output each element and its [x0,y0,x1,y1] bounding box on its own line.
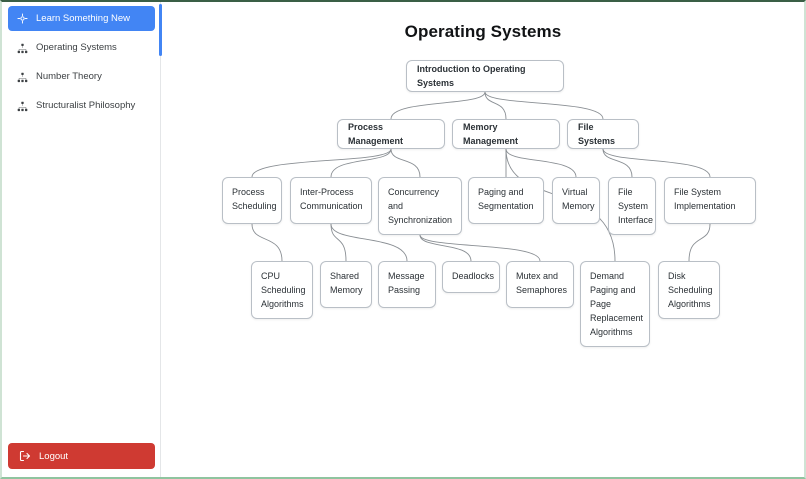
tree-node-cs[interactable]: Concurrency and Synchronization [378,177,462,235]
tree-node-ipc[interactable]: Inter-Process Communication [290,177,372,224]
sidebar-item-label: Operating Systems [36,42,117,54]
tree-node-shm[interactable]: Shared Memory [320,261,372,308]
sidebar-item-label: Learn Something New [36,12,130,24]
tree-node-root[interactable]: Introduction to Operating Systems [406,60,564,92]
tree-edge-ps-cpu [251,223,283,262]
tree-edge-cs-dl [419,234,472,262]
tree-node-pm[interactable]: Process Management [337,119,445,149]
tree-edge-pm-ps [251,148,392,178]
tree-edge-root-fs [484,91,604,120]
sidebar-item-number-theory[interactable]: Number Theory [8,64,155,90]
sidebar-item-operating-systems[interactable]: Operating Systems [8,35,155,61]
logout-button[interactable]: Logout [8,443,155,469]
logout-label: Logout [39,450,69,462]
sidebar-item-structuralist-philosophy[interactable]: Structuralist Philosophy [8,93,155,119]
sidebar-item-learn-something-new[interactable]: Learn Something New [8,6,155,31]
tree-node-vm[interactable]: Virtual Memory [552,177,600,224]
page-title: Operating Systems [404,22,562,41]
tree-node-msg[interactable]: Message Passing [378,261,436,308]
sparkle-icon [17,13,28,24]
tree-node-fsimp[interactable]: File System Implementation [664,177,756,224]
sidebar-scroll-indicator[interactable] [159,4,162,56]
sitemap-icon [17,72,28,83]
tree-node-dl[interactable]: Deadlocks [442,261,500,293]
tree-edge-ipc-shm [330,223,347,262]
sidebar-item-label: Structuralist Philosophy [36,100,136,112]
tree-edge-mm-vm [505,148,577,178]
tree-node-pas[interactable]: Paging and Segmentation [468,177,544,224]
tree-node-mm[interactable]: Memory Management [452,119,560,149]
tree-node-fs[interactable]: File Systems [567,119,639,149]
tree-edge-fs-fsimp [602,148,711,178]
tree-node-fsi[interactable]: File System Interface [608,177,656,235]
tree-node-mtx[interactable]: Mutex and Semaphores [506,261,574,308]
tree-edge-fsimp-dsk [688,223,711,262]
tree-node-cpu[interactable]: CPU Scheduling Algorithms [251,261,313,319]
tree-edge-pm-ipc [330,148,392,178]
tree-node-dsk[interactable]: Disk Scheduling Algorithms [658,261,720,319]
tree-edge-root-pm [390,91,486,120]
tree-node-ps[interactable]: Process Scheduling [222,177,282,224]
tree-edge-root-mm [484,91,507,120]
tree-edge-fs-fsi [602,148,633,178]
logout-icon [19,450,31,462]
sitemap-icon [17,43,28,54]
main-content: Operating Systems Introduction to Operat… [162,2,804,477]
tree-edge-cs-mtx [419,234,541,262]
sidebar-item-label: Number Theory [36,71,102,83]
tree-node-dpr[interactable]: Demand Paging and Page Replacement Algor… [580,261,650,347]
tree-edge-pm-cs [390,148,421,178]
sitemap-icon [17,101,28,112]
